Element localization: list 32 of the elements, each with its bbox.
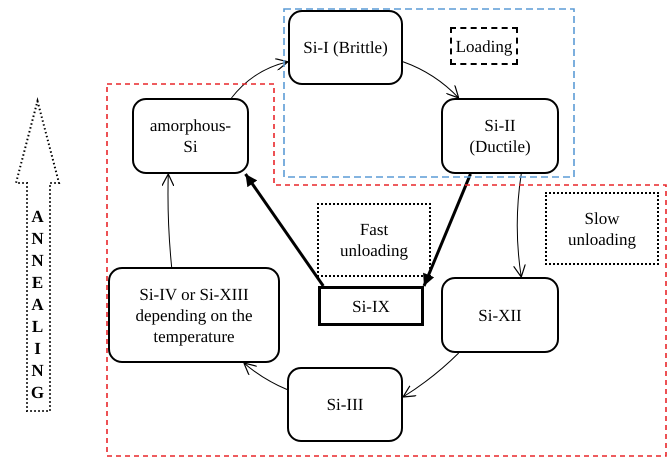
arrow <box>243 362 288 390</box>
dashed-label-box <box>450 27 518 65</box>
node-label: Loading <box>456 36 512 56</box>
arrow <box>402 61 460 99</box>
arrow <box>230 58 289 98</box>
rounded-box <box>132 98 249 174</box>
dashed-region <box>283 8 575 178</box>
rounded-box <box>441 277 559 353</box>
node-label: Si-III <box>326 394 364 415</box>
dotted-label-box <box>317 203 431 277</box>
rounded-box <box>441 98 559 174</box>
node-label: Si-I (Brittle) <box>303 37 388 58</box>
arrow <box>161 173 175 268</box>
square-box <box>318 286 424 326</box>
node-label: Si-II (Ductile) <box>468 115 532 157</box>
rounded-box <box>288 10 403 85</box>
arrow <box>402 352 460 398</box>
arrow <box>422 173 472 287</box>
rounded-box <box>287 367 403 442</box>
hollow-arrow <box>15 100 60 412</box>
node-label: Si-XII <box>478 304 522 326</box>
rounded-box <box>108 267 280 363</box>
node-label: Si-IV or Si-XIII depending on the temperature <box>134 284 254 346</box>
arrow <box>244 173 325 287</box>
node-label: ANNEALING <box>30 206 46 404</box>
dotted-label-box <box>545 192 659 265</box>
node-label: amorphous-Si <box>148 115 232 157</box>
arrow <box>513 174 526 278</box>
node-label: Slow unloading <box>567 208 637 250</box>
dashed-region <box>106 83 667 457</box>
node-label: Si-IX <box>352 296 390 316</box>
node-label: Fast unloading <box>339 219 409 261</box>
